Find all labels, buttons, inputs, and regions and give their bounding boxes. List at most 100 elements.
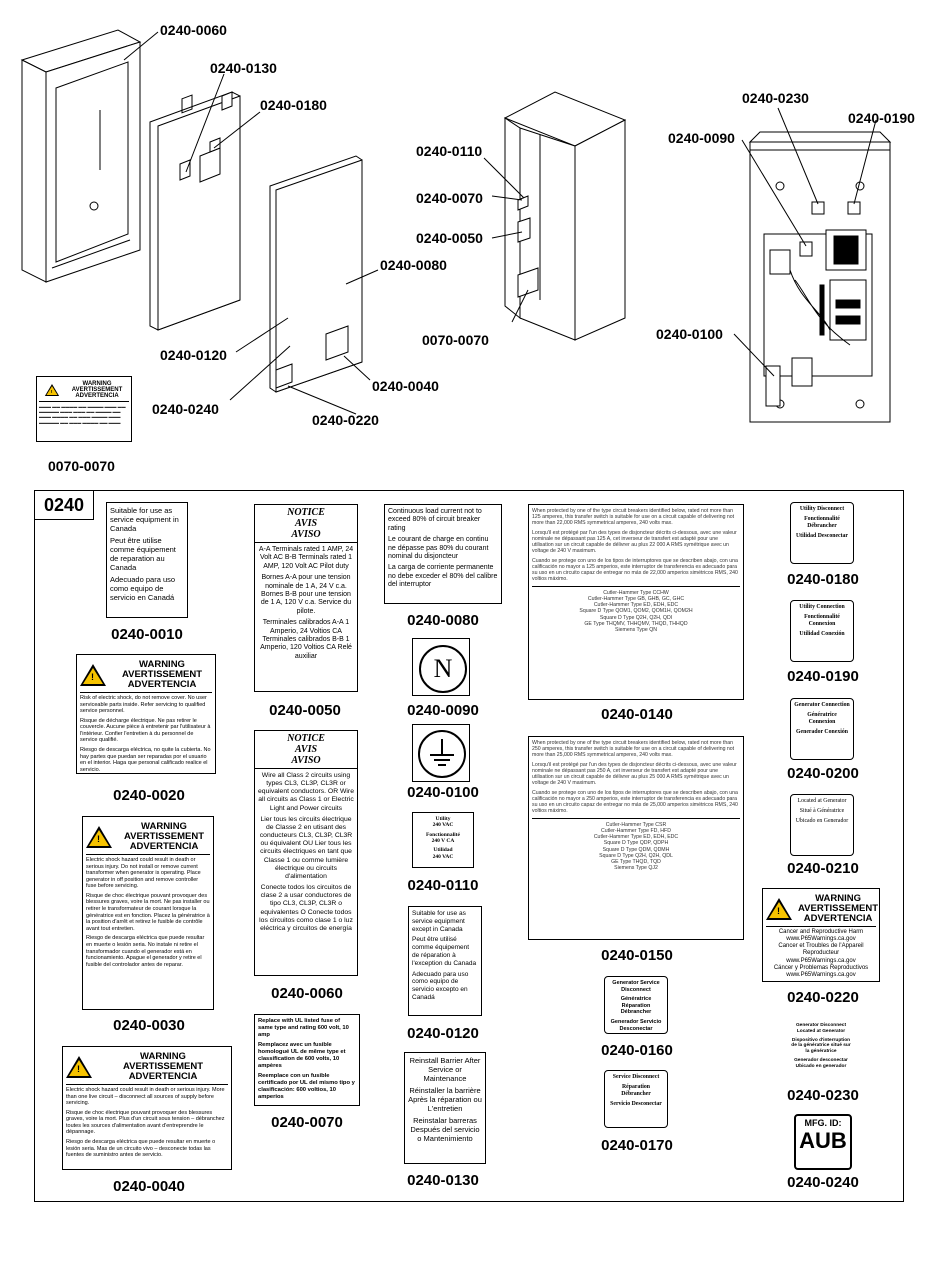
label-0120: Suitable for use as service equipment ex… bbox=[408, 906, 482, 1016]
part-0240-0080: 0240-0080 bbox=[407, 612, 479, 629]
callout-0240-0090: 0240-0090 bbox=[668, 130, 735, 146]
callout-0240-0220: 0240-0220 bbox=[312, 412, 379, 428]
panel-title: 0240 bbox=[34, 490, 94, 520]
l0040-en: Electric shock hazard could result in de… bbox=[66, 1086, 225, 1107]
l0070-es: Reemplace con un fusible certificado por… bbox=[258, 1072, 355, 1100]
l0010-es: Adecuado para uso como equipo de servici… bbox=[110, 575, 176, 602]
l0030-es: Riesgo de descarga eléctrica que puede r… bbox=[86, 935, 205, 968]
l0060-es: Conecte todos los circuitos de clase 2 a… bbox=[259, 884, 353, 932]
l0130-es: Reinstalar barreras Después del servicio… bbox=[410, 1116, 480, 1143]
label-0080: Continuous load current not to exceed 80… bbox=[384, 504, 502, 604]
part-0240-0170: 0240-0170 bbox=[601, 1137, 673, 1154]
part-0240-0090: 0240-0090 bbox=[407, 702, 479, 719]
part-0240-0240: 0240-0240 bbox=[787, 1174, 859, 1191]
part-0240-0220: 0240-0220 bbox=[787, 989, 859, 1006]
l0030-en: Electric shock hazard could result in de… bbox=[86, 856, 201, 890]
l0060-en: Wire all Class 2 circuits using types CL… bbox=[258, 772, 354, 812]
part-0240-0040: 0240-0040 bbox=[113, 1178, 185, 1195]
callout-0240-0130: 0240-0130 bbox=[210, 60, 277, 76]
enclosure-back-left bbox=[20, 29, 142, 283]
l0140-p3: Cuando se protege con uno de los tipos d… bbox=[532, 557, 738, 583]
mfg-id-value: AUB bbox=[799, 1127, 847, 1153]
callout-0240-0050: 0240-0050 bbox=[416, 230, 483, 246]
label-0130: Reinstall Barrier After Service or Maint… bbox=[404, 1052, 486, 1164]
callout-0240-0040: 0240-0040 bbox=[372, 378, 439, 394]
l0040-fr: Risque de choc électrique pouvant provoq… bbox=[66, 1109, 225, 1136]
label-0230: Generator Disconnect Located at Generato… bbox=[786, 1020, 856, 1082]
l0070-en: Replace with UL listed fuse of same type… bbox=[258, 1018, 349, 1038]
part-0240-0180: 0240-0180 bbox=[787, 571, 859, 588]
part-0240-0190: 0240-0190 bbox=[787, 668, 859, 685]
part-0240-0130: 0240-0130 bbox=[407, 1172, 479, 1189]
l0070-fr: Remplacez avec un fusible homologué UL d… bbox=[258, 1041, 346, 1069]
label-0100 bbox=[412, 724, 470, 782]
label-0140: When protected by one of the type circui… bbox=[528, 504, 744, 700]
part-0240-0150: 0240-0150 bbox=[601, 947, 673, 964]
callout-0240-0080: 0240-0080 bbox=[380, 257, 447, 273]
callout-0240-0100: 0240-0100 bbox=[656, 326, 723, 342]
l0010-fr: Peut être utilise comme équipement de re… bbox=[110, 536, 176, 572]
part-0240-0120: 0240-0120 bbox=[407, 1025, 479, 1042]
l0040-es: Riesgo de descarga eléctrica que puede r… bbox=[66, 1139, 216, 1159]
label-0240: MFG. ID: AUB bbox=[794, 1114, 852, 1170]
l0010-en: Suitable for use as service equipment in… bbox=[110, 506, 179, 533]
l0060-fr: Lier tous les circuits électrique de Cla… bbox=[259, 815, 353, 880]
l0020-fr: Risque de décharge électrique. Ne pas re… bbox=[80, 717, 211, 744]
ground-icon bbox=[418, 730, 466, 778]
leader-lines bbox=[123, 31, 877, 415]
l0150-p3: Cuando se protege con uno de los tipos d… bbox=[532, 789, 738, 815]
l0020-en: Risk of electric shock, do not remove co… bbox=[80, 694, 207, 715]
l0050-fr: Bornes A-A pour une tension nominale de … bbox=[260, 574, 352, 615]
part-0240-0230: 0240-0230 bbox=[787, 1087, 859, 1104]
exploded-diagram bbox=[20, 29, 892, 423]
neutral-symbol: N bbox=[419, 645, 467, 693]
label-0070: Replace with UL listed fuse of same type… bbox=[254, 1014, 360, 1106]
l0030-fr: Risque de choc électrique pouvant provoq… bbox=[86, 892, 210, 932]
callout-0240-0230: 0240-0230 bbox=[742, 90, 809, 106]
label-0010: Suitable for use as service equipment in… bbox=[106, 502, 188, 618]
callout-kit: 0070-0070 bbox=[48, 458, 115, 474]
enclosure-right bbox=[748, 131, 892, 423]
l0150-p1: When protected by one of the type circui… bbox=[532, 740, 735, 759]
part-0240-0160: 0240-0160 bbox=[601, 1042, 673, 1059]
callout-0240-0180: 0240-0180 bbox=[260, 97, 327, 113]
l0020-es: Riesgo de descarga eléctrica, no quite l… bbox=[80, 747, 211, 773]
part-0240-0020: 0240-0020 bbox=[113, 787, 185, 804]
l0120-en: Suitable for use as service equipment ex… bbox=[412, 910, 466, 933]
callout-0240-0240: 0240-0240 bbox=[152, 401, 219, 417]
l0120-fr: Peut être utilisé comme équipement de ré… bbox=[412, 936, 477, 967]
warning-triangle-icon: ! bbox=[86, 825, 112, 848]
front-cover bbox=[269, 155, 363, 393]
l0080-fr: Le courant de charge en continu ne dépas… bbox=[388, 536, 489, 560]
callout-0240-0060: 0240-0060 bbox=[160, 22, 227, 38]
warning-triangle-icon: ! bbox=[766, 897, 792, 920]
l0140-p2: Lorsqu'il est protégé par l'un des types… bbox=[532, 529, 737, 555]
warning-triangle-icon: ! bbox=[80, 663, 106, 686]
callout-0240-0190: 0240-0190 bbox=[848, 110, 915, 126]
warning-triangle-icon: ! bbox=[66, 1055, 92, 1078]
part-0240-0030: 0240-0030 bbox=[113, 1017, 185, 1034]
l0140-p1: When protected by one of the type circui… bbox=[532, 508, 735, 527]
callout-0070-0070: 0070-0070 bbox=[422, 332, 489, 348]
part-0240-0070: 0240-0070 bbox=[271, 1114, 343, 1131]
callout-0240-0110: 0240-0110 bbox=[416, 143, 483, 159]
l0050-en: A-A Terminals rated 1 AMP, 24 Volt AC B-… bbox=[258, 546, 354, 570]
enclosure-center bbox=[503, 91, 627, 341]
label-panel bbox=[34, 490, 904, 1202]
part-0240-0050: 0240-0050 bbox=[269, 702, 341, 719]
part-0240-0210: 0240-0210 bbox=[787, 860, 859, 877]
l0150-p2: Lorsqu'il est protégé par l'un des types… bbox=[532, 761, 737, 787]
